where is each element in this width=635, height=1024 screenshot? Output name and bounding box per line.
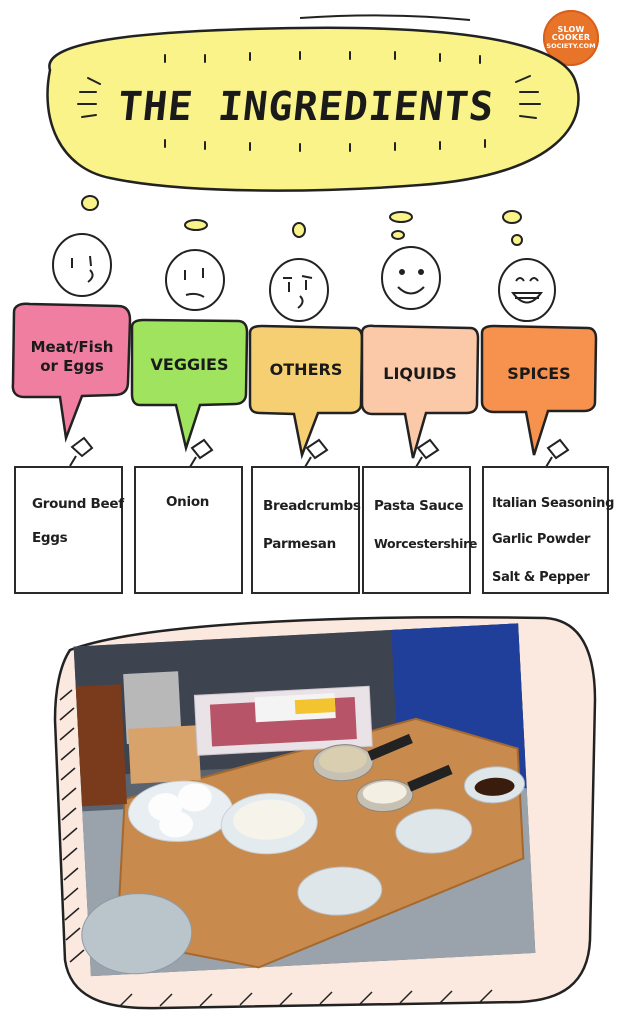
ingredients-photo: [73, 623, 536, 977]
face-neutral-1-icon: [52, 233, 112, 297]
pin-icon: [69, 436, 94, 467]
bubble-meat: [11, 302, 132, 443]
pins: [69, 436, 570, 468]
ingredient-item: Garlic Powder: [492, 532, 591, 547]
bubble-liquids: [360, 324, 480, 459]
bubble-veggies: [130, 318, 249, 453]
ingredient-item: Italian Seasoning: [492, 496, 615, 511]
ingredient-card-veggies: Onion: [134, 466, 243, 594]
category-label-veggies: VEGGIES: [150, 354, 229, 374]
bubble-others: [248, 324, 364, 460]
thought-dots: [81, 195, 523, 246]
sketch-line: [299, 14, 471, 21]
category-label-liquids: LIQUIDS: [383, 363, 457, 383]
face-smile-icon: [381, 246, 441, 310]
ingredient-card-meat: Ground Beef Eggs: [14, 466, 124, 594]
pin-icon: [189, 438, 214, 468]
title-ticks: [77, 51, 541, 152]
bubble-spices: [480, 324, 598, 456]
ingredient-item: Onion: [166, 494, 210, 510]
page-title: THE INGREDIENTS: [115, 84, 497, 130]
logo-line-1: SLOW: [557, 24, 585, 34]
face-grin-icon: [498, 258, 556, 322]
category-label-others: OTHERS: [269, 359, 343, 379]
pin-icon: [545, 438, 570, 468]
ingredient-item: Eggs: [32, 530, 68, 546]
logo-line-2: COOKER: [551, 33, 591, 43]
ingredient-item: Breadcrumbs: [263, 498, 361, 514]
ingredient-card-liquids: Pasta Sauce Worcestershire: [362, 466, 477, 594]
ingredient-item: Pasta Sauce: [374, 498, 464, 514]
frame-hatching: [59, 689, 493, 1007]
face-neutral-2-icon: [165, 249, 225, 311]
ingredient-item: Worcestershire: [374, 536, 478, 551]
logo-line-3: SOCIETY.COM: [546, 42, 596, 51]
ingredient-card-spices: Italian Seasoning Garlic Powder Salt & P…: [482, 466, 614, 594]
face-neutral-3-icon: [269, 258, 329, 322]
category-bubbles: [11, 302, 598, 460]
pin-icon: [415, 438, 440, 468]
ingredient-item: Ground Beef: [32, 496, 124, 512]
category-label-meat: Meat/Fish or Eggs: [14, 328, 130, 386]
category-label-meat-line1: Meat/Fish: [30, 337, 114, 356]
pin-icon: [304, 438, 329, 468]
ingredient-item: Parmesan: [263, 536, 336, 552]
category-label-spices: SPICES: [507, 363, 571, 383]
title-bubble-shape: [46, 26, 580, 192]
ingredient-card-others: Breadcrumbs Parmesan: [251, 466, 361, 594]
ingredient-item: Salt & Pepper: [492, 570, 590, 585]
category-label-meat-line2: or Eggs: [40, 357, 104, 375]
faces: [52, 233, 556, 322]
